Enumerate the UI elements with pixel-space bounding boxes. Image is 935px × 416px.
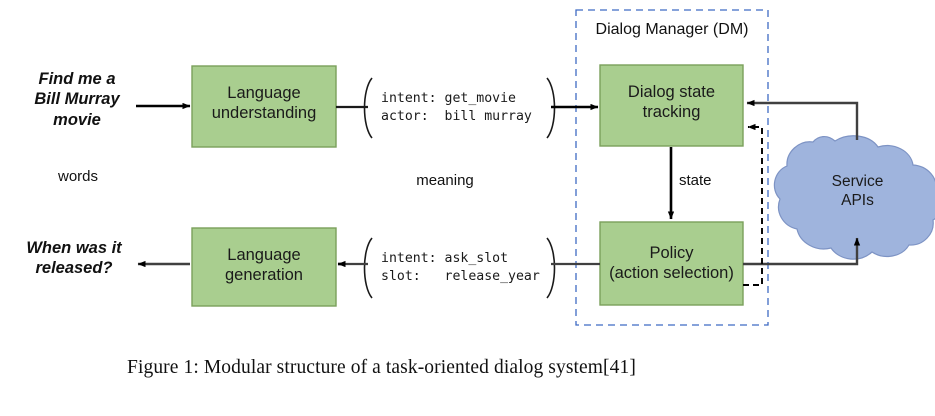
meaning-label: meaning bbox=[416, 172, 474, 189]
service-apis-cloud[interactable] bbox=[773, 135, 935, 260]
system-utterance-text: When was it released? bbox=[26, 239, 122, 278]
state-label: state bbox=[679, 172, 712, 189]
dialog-state-tracking-box[interactable] bbox=[599, 64, 744, 147]
words-label: words bbox=[57, 168, 98, 185]
user-utterance-text: Find me a Bill Murray movie bbox=[34, 70, 120, 129]
arrow-policy-to-service bbox=[743, 237, 861, 266]
language-generation-box[interactable] bbox=[191, 227, 337, 307]
policy-label: Policy (action selection) bbox=[609, 244, 734, 283]
output-frame-brackets bbox=[363, 237, 556, 299]
figure-caption: Figure 1: Modular structure of a task-or… bbox=[127, 357, 636, 378]
dialog-state-tracking-label: Dialog state tracking bbox=[627, 83, 716, 122]
arrow-policy-feedback-dashed bbox=[743, 123, 763, 286]
language-understanding-box[interactable] bbox=[191, 65, 337, 148]
language-understanding-label: Language understanding bbox=[211, 84, 317, 123]
output-semantic-frame: intent: ask_slot slot: release_year bbox=[381, 251, 540, 285]
language-generation-label: Language generation bbox=[225, 246, 303, 285]
input-semantic-frame: intent: get_movie actor: bill murray bbox=[381, 91, 532, 125]
dialog-manager-title: Dialog Manager (DM) bbox=[595, 21, 749, 38]
arrow-service-to-dst bbox=[746, 99, 859, 140]
dialog-manager-container bbox=[575, 9, 769, 326]
service-apis-label: Service APIs bbox=[831, 173, 884, 210]
